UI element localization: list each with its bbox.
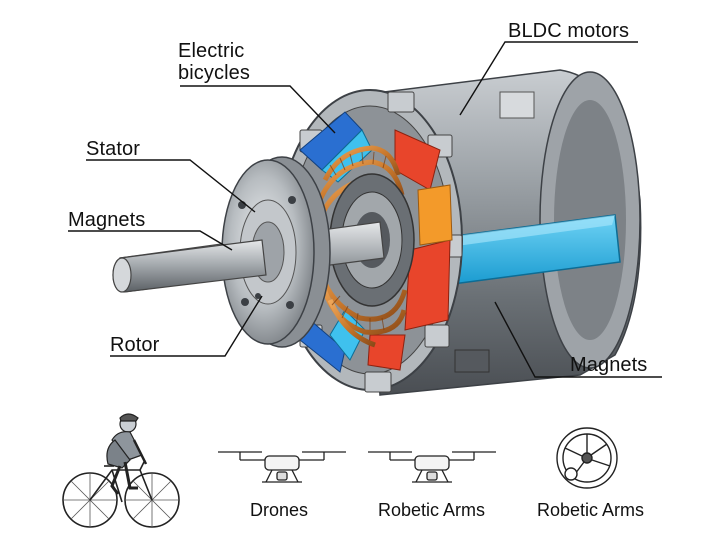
app-label-robotic-arms-2: Robetic Arms <box>537 500 645 520</box>
red-stator-segment-right <box>404 239 451 331</box>
app-label-robotic-arms-1: Robetic Arms <box>378 500 486 520</box>
leader-stator <box>86 159 256 213</box>
cyclist-rider <box>106 413 148 495</box>
app-label-drones: Drones <box>250 500 309 520</box>
leader-magnets-right <box>494 301 662 378</box>
label-electric-bicycles-line2: bicycles <box>178 62 250 84</box>
red-stator-segment-bottom <box>367 334 406 371</box>
label-magnets-right: Magnets <box>570 354 648 376</box>
label-rotor: Rotor <box>110 334 160 356</box>
label-stator: Stator <box>86 138 140 160</box>
label-bldc-motors: BLDC motors <box>508 20 630 42</box>
leader-rotor <box>110 295 263 357</box>
label-electric-bicycles-line1: Electric <box>178 40 245 62</box>
leader-electric-bicycles <box>180 85 336 134</box>
drone-icon-2 <box>368 451 496 483</box>
orange-magnet-right <box>417 184 453 246</box>
label-electric-bicycles: Electric bicycles <box>178 40 250 84</box>
drone-icon <box>218 451 346 483</box>
cyclist-icon <box>62 459 180 528</box>
robot-wheel-icon <box>556 427 618 489</box>
leader-magnets-left <box>68 230 233 251</box>
label-magnets-left: Magnets <box>68 209 146 231</box>
leader-bldc-motors <box>459 41 638 116</box>
